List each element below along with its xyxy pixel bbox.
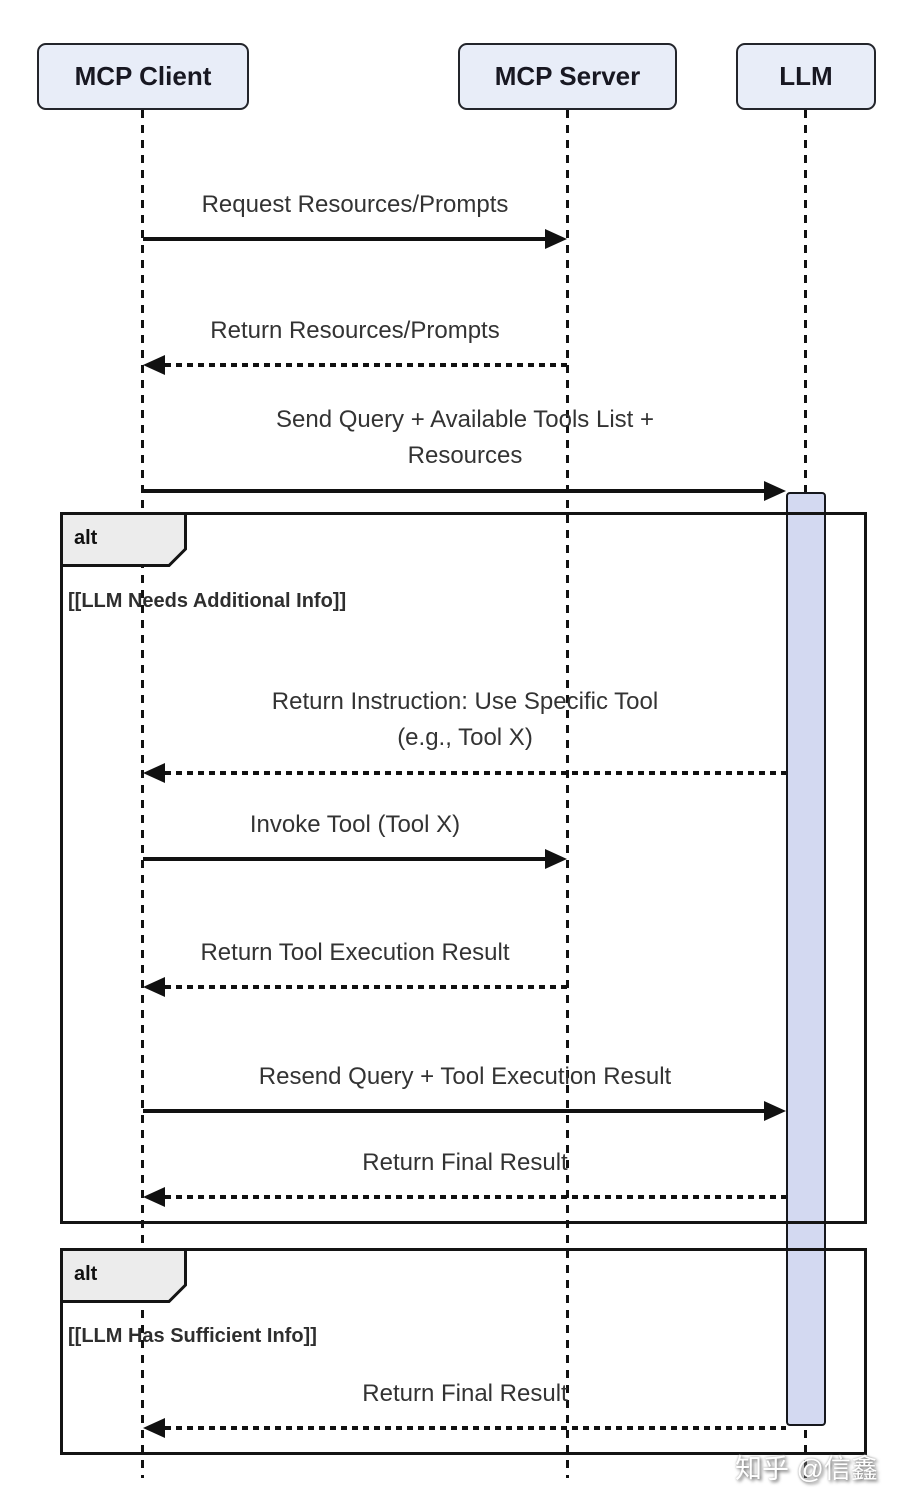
- message-line: [165, 1195, 786, 1199]
- message-label: Resend Query + Tool Execution Result: [258, 1063, 672, 1090]
- arrowhead: [143, 355, 165, 375]
- message-label: Send Query + Available Tools List + Reso…: [275, 406, 655, 469]
- lifeline-mcp-client: [141, 110, 144, 1478]
- message-line: [143, 857, 547, 861]
- arrowhead: [143, 1187, 165, 1207]
- arrowhead: [143, 763, 165, 783]
- message-label: Return Final Result: [362, 1149, 568, 1176]
- message-label: Request Resources/Prompts: [201, 191, 509, 218]
- actor-label: LLM: [779, 61, 833, 91]
- actor-box-mcp-client: MCP Client: [37, 43, 249, 110]
- arrowhead: [143, 1418, 165, 1438]
- message-label: Invoke Tool (Tool X): [249, 811, 461, 838]
- lifeline-mcp-server: [566, 110, 569, 1478]
- message-line: [165, 1426, 786, 1430]
- arrowhead: [764, 481, 786, 501]
- activation-bar-llm: [786, 492, 826, 1426]
- arrowhead: [143, 977, 165, 997]
- message-line: [165, 985, 567, 989]
- message-line: [143, 489, 766, 493]
- actor-box-mcp-server: MCP Server: [458, 43, 677, 110]
- alt-frame-1: [60, 512, 867, 1224]
- alt-condition-label: [[LLM Needs Additional Info]]: [68, 590, 347, 612]
- arrowhead: [545, 229, 567, 249]
- message-line: [165, 363, 567, 367]
- actor-label: MCP Server: [494, 61, 641, 91]
- message-label: Return Tool Execution Result: [200, 939, 510, 966]
- watermark: 知乎 @信鑫: [735, 1454, 878, 1484]
- alt-condition-label: [[LLM Has Sufficient Info]]: [68, 1325, 317, 1347]
- message-label: Return Final Result: [362, 1380, 568, 1407]
- message-label: Return Resources/Prompts: [210, 317, 500, 344]
- alt-operator-label: alt: [74, 527, 98, 549]
- message-line: [143, 1109, 766, 1113]
- arrowhead: [545, 849, 567, 869]
- arrowhead: [764, 1101, 786, 1121]
- message-line: [143, 237, 547, 241]
- alt-operator-label: alt: [74, 1263, 98, 1285]
- actor-box-llm: LLM: [736, 43, 876, 110]
- message-label: Return Instruction: Use Specific Tool (e…: [271, 688, 659, 751]
- actor-label: MCP Client: [74, 61, 212, 91]
- message-line: [165, 771, 786, 775]
